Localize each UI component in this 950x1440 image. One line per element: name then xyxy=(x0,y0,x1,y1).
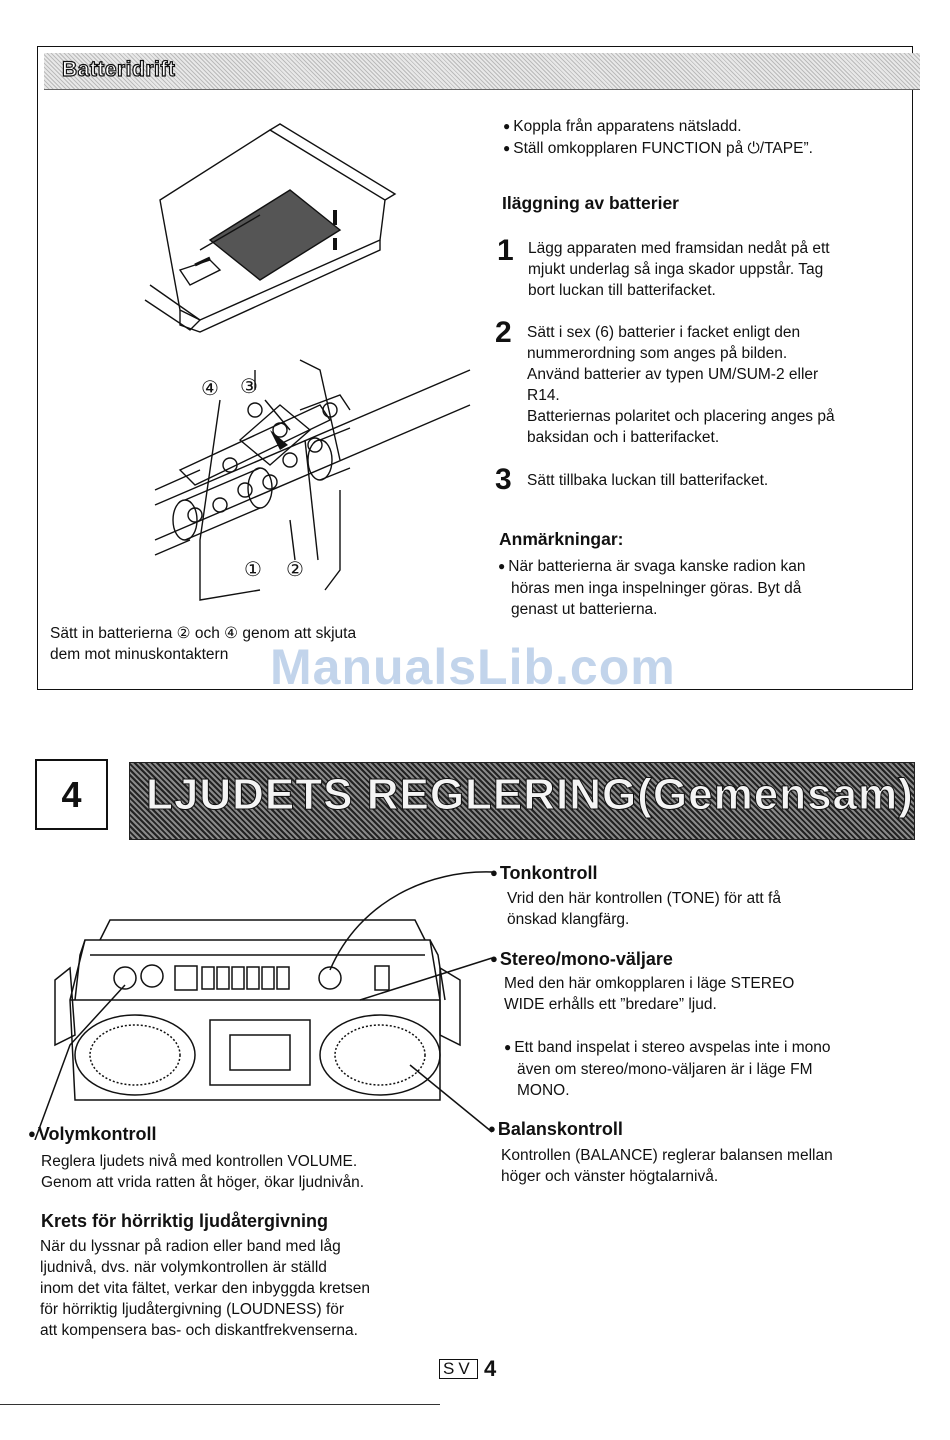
step-2-text: Sätt i sex (6) batterier i facket enligt… xyxy=(527,324,835,446)
battery-bullets: Koppla från apparatens nätsladd. Ställ o… xyxy=(503,116,813,160)
tone-heading: Tonkontroll xyxy=(490,863,598,884)
volume-heading: Volymkontroll xyxy=(28,1124,157,1145)
loudness-heading: Krets för hörriktig ljudåtergivning xyxy=(41,1211,329,1231)
battery-marker-2: ② xyxy=(286,559,304,581)
bullet-unplug: Koppla från apparatens nätsladd. xyxy=(503,116,813,138)
balance-text: Kontrollen (BALANCE) reglerar balansen m… xyxy=(501,1147,833,1185)
install-heading: Iläggning av batterier xyxy=(502,193,679,213)
battery-caption: Sätt in batterierna ② och ④ genom att sk… xyxy=(50,625,357,663)
section-number: 4 xyxy=(35,759,108,830)
step-3-number: 3 xyxy=(495,463,512,496)
section-banner xyxy=(129,762,915,840)
stereo-note: Ett band inspelat i stereo avspelas inte… xyxy=(504,1037,914,1101)
footer-language: SV xyxy=(439,1359,478,1379)
balance-heading: Balanskontroll xyxy=(488,1119,623,1140)
battery-marker-4: ④ xyxy=(201,378,219,400)
volume-text: Reglera ljudets nivå med kontrollen VOLU… xyxy=(41,1153,365,1191)
step-2-number: 2 xyxy=(495,316,512,349)
battery-compartment-illustration xyxy=(144,123,471,601)
step-3-text: Sätt tillbaka luckan till batterifacket. xyxy=(527,472,769,489)
remarks-text: När batterierna är svaga kanske radion k… xyxy=(498,556,908,620)
battery-section-header xyxy=(44,53,920,90)
battery-section-box xyxy=(37,46,913,690)
tone-text: Vrid den här kontrollen (TONE) för att f… xyxy=(507,890,781,928)
step-1-text: Lägg apparaten med framsidan nedåt på et… xyxy=(528,240,830,299)
battery-marker-3: ③ xyxy=(240,376,258,398)
footer-page-number: 4 xyxy=(484,1356,497,1381)
section-title: LJUDETS REGLERING(Gemensam) xyxy=(146,770,914,820)
watermark: ManualsLib.com xyxy=(270,639,676,695)
remarks-heading: Anmärkningar: xyxy=(499,529,624,549)
bullet-function-switch: Ställ omkopplaren FUNCTION på ⏻/TAPE”. xyxy=(503,138,813,160)
loudness-text: När du lyssnar på radion eller band med … xyxy=(40,1238,370,1339)
stereo-heading: Stereo/mono-väljare xyxy=(490,949,673,970)
battery-marker-1: ① xyxy=(244,559,262,581)
radio-cassette-illustration xyxy=(34,871,493,1140)
step-1-number: 1 xyxy=(497,234,514,267)
battery-section-title: Batteridrift xyxy=(61,57,176,81)
bottom-rule xyxy=(0,1404,440,1405)
stereo-text: Med den här omkopplaren i läge STEREO WI… xyxy=(504,975,795,1013)
